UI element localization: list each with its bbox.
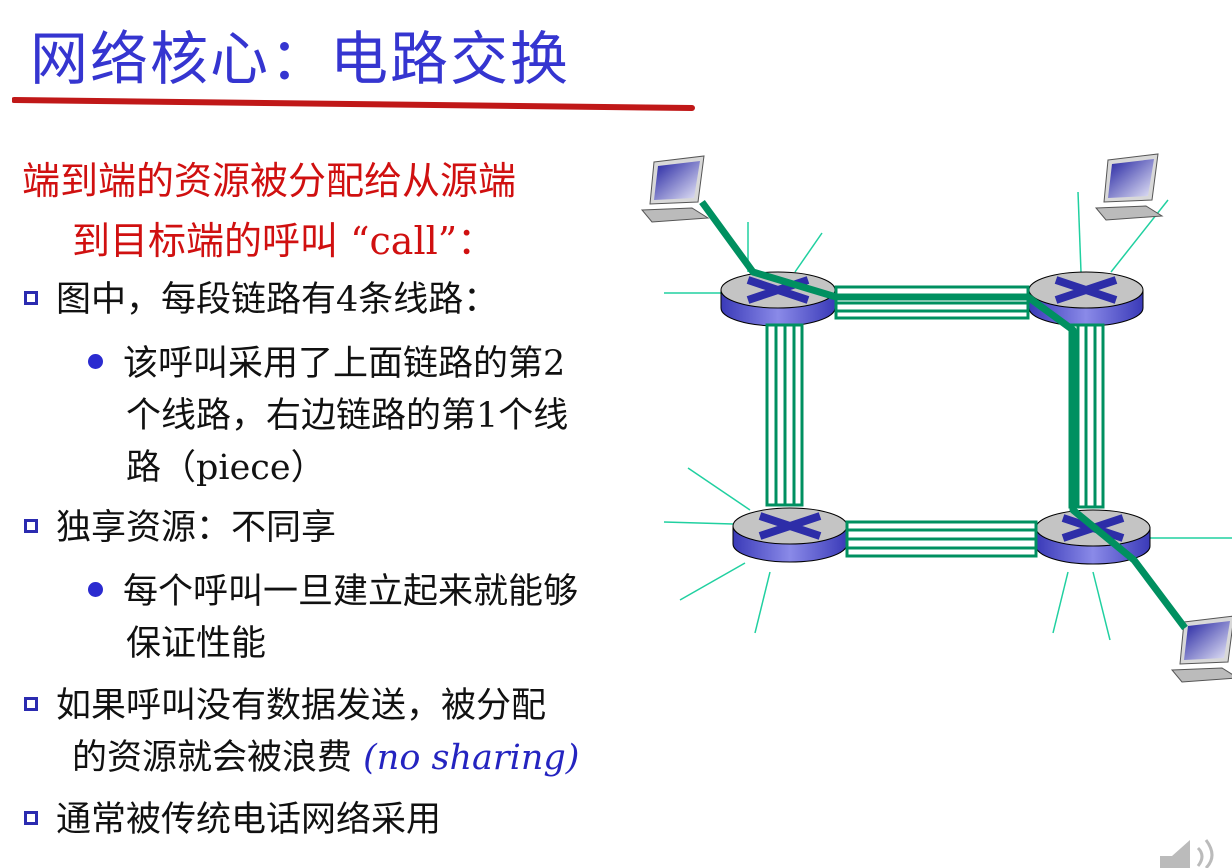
left-link	[765, 323, 804, 507]
title-underline	[12, 97, 695, 111]
router-icon	[733, 508, 847, 562]
router-icon	[1029, 272, 1143, 326]
intro-line-2: 到目标端的呼叫 “call”：	[72, 219, 496, 263]
bullet-text: 的资源就会被浪费	[72, 738, 364, 778]
call-path	[699, 199, 1188, 631]
sub-bullet-1-line-2: 个线路，右边链路的第1个线	[126, 396, 569, 436]
bottom-link	[845, 520, 1038, 558]
bullet-1: 图中，每段链路有4条线路：	[24, 274, 498, 326]
computer-icon	[641, 155, 709, 223]
bullet-4: 通常被传统电话网络采用	[24, 794, 441, 846]
no-sharing-note: (no sharing)	[363, 738, 580, 778]
bullet-2: 独享资源：不同享	[24, 502, 336, 554]
square-bullet-icon	[24, 810, 38, 825]
sub-bullet-text: 每个呼叫一旦建立起来就能够	[123, 572, 579, 612]
square-bullet-icon	[24, 518, 38, 533]
bullet-3-line-2: 的资源就会被浪费 (no sharing)	[72, 732, 579, 784]
computer-icon	[1095, 153, 1163, 221]
bullet-text: 图中，每段链路有4条线路：	[56, 280, 499, 320]
sub-bullet-2: 每个呼叫一旦建立起来就能够	[88, 566, 578, 618]
sub-bullet-1-line-3: 路（piece）	[126, 448, 326, 488]
intro-line-1: 端到端的资源被分配给从源端	[22, 159, 517, 203]
bullet-3: 如果呼叫没有数据发送，被分配	[24, 680, 546, 732]
slide-title: 网络核心：电路交换	[30, 25, 571, 93]
access-lines	[663, 191, 1232, 641]
sub-bullet-1: 该呼叫采用了上面链路的第2	[88, 338, 565, 390]
square-bullet-icon	[24, 696, 38, 711]
bullet-text: 独享资源：不同享	[56, 508, 337, 548]
sub-bullet-text: 该呼叫采用了上面链路的第2	[123, 344, 566, 384]
bullet-text: 如果呼叫没有数据发送，被分配	[56, 686, 547, 726]
sub-bullet-2-line-2: 保证性能	[126, 624, 267, 664]
dot-bullet-icon	[88, 582, 103, 597]
speaker-icon	[1160, 839, 1214, 868]
bullet-text: 通常被传统电话网络采用	[56, 800, 442, 840]
dot-bullet-icon	[88, 354, 103, 369]
top-link	[834, 285, 1030, 320]
square-bullet-icon	[24, 290, 38, 305]
